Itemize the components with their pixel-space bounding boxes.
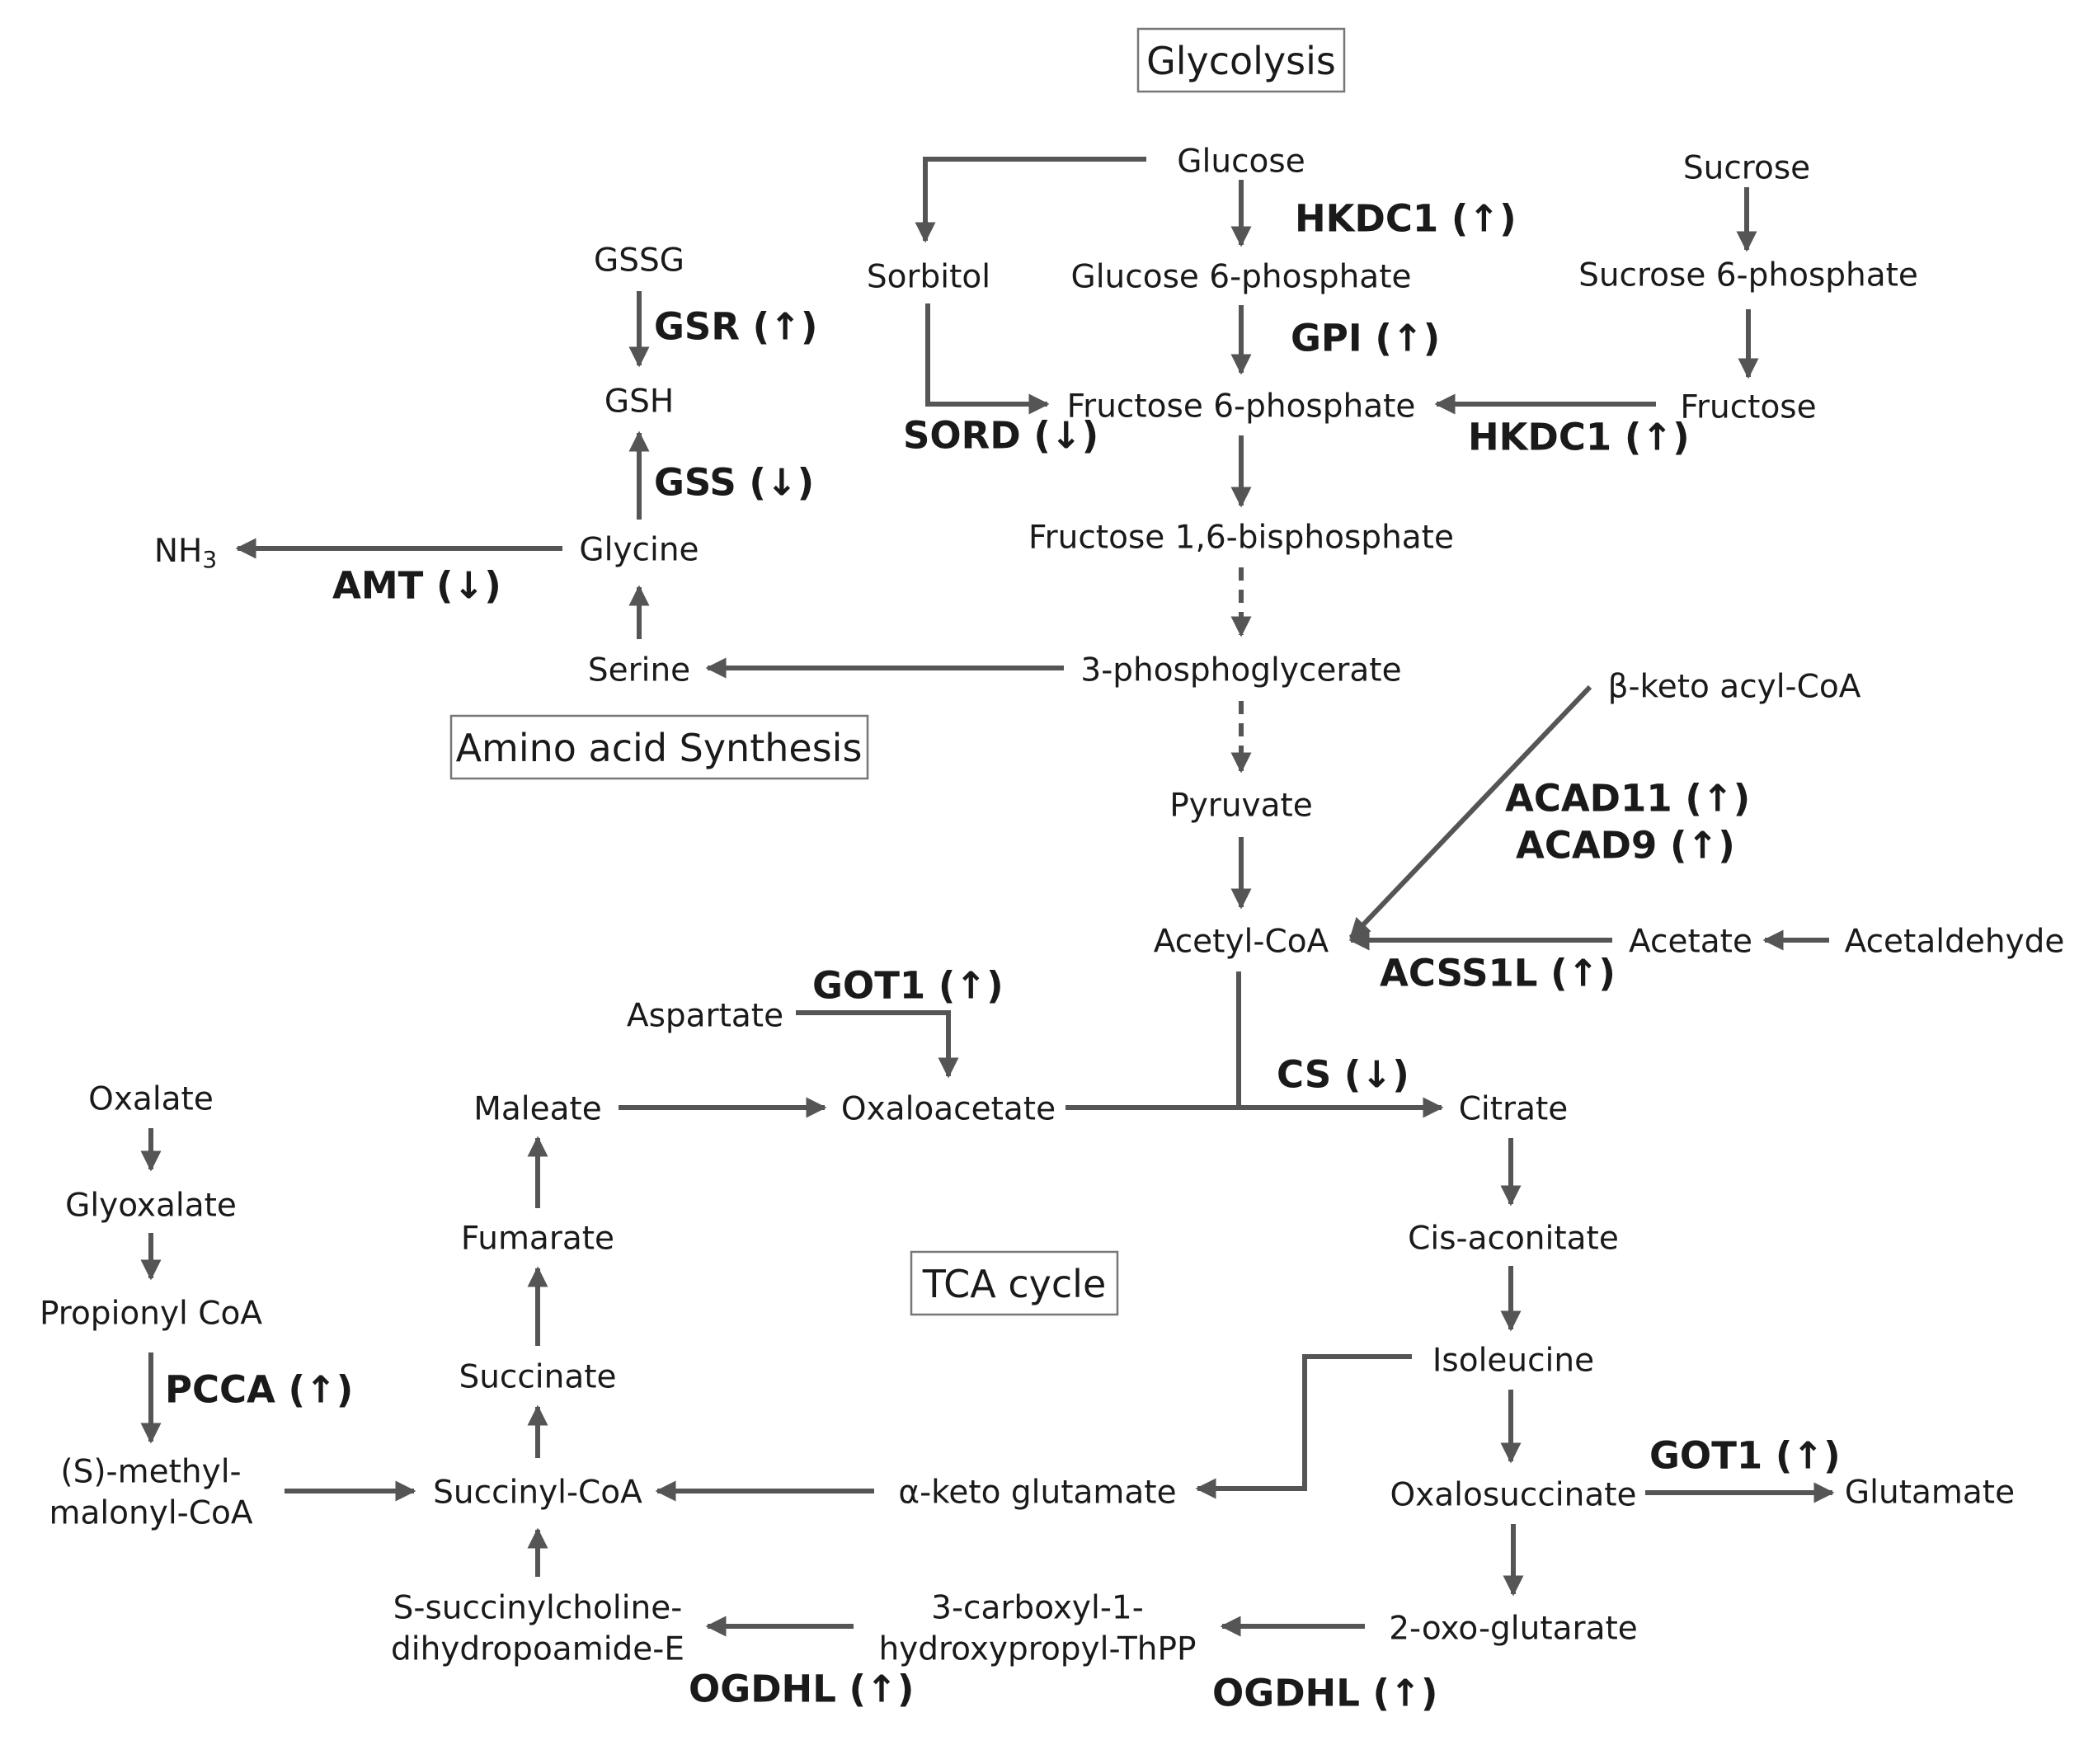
arrow-sorbitol-to-fructose-6-phosphate (925, 303, 1050, 415)
enzyme-got1-bottom: GOT1 (↑) (1649, 1434, 1841, 1478)
arrows (140, 157, 1835, 1637)
node-glucose-6-phosphate: Glucose 6-phosphate (1071, 259, 1412, 296)
node-2-oxo-glutarate: 2-oxo-glutarate (1389, 1611, 1638, 1648)
enzyme-labels: HKDC1 (↑) GSR (↑) GPI (↑) SORD (↓) HKDC1… (165, 197, 1841, 1715)
node-citrate: Citrate (1459, 1091, 1569, 1128)
node-methylmalonyl-coa-line1: (S)-methyl- (60, 1454, 241, 1491)
section-title-amino-acid-synthesis: Amino acid Synthesis (456, 726, 863, 770)
node-sucrose: Sucrose (1683, 150, 1810, 187)
node-carboxyl-thpp-line1: 3-carboxyl-1- (931, 1590, 1144, 1627)
enzyme-hkdc1-right: HKDC1 (↑) (1468, 416, 1690, 459)
node-glutamate: Glutamate (1845, 1475, 2015, 1512)
node-fructose-1-6-bisphosphate: Fructose 1,6-bisphosphate (1028, 520, 1454, 557)
section-box-amino-acid-synthesis: Amino acid Synthesis (449, 714, 869, 780)
node-sorbitol: Sorbitol (867, 259, 990, 296)
node-carboxyl-thpp-line2: hydroxypropyl-ThPP (878, 1631, 1196, 1668)
node-propionyl-coa: Propionyl CoA (40, 1296, 262, 1333)
node-glucose: Glucose (1177, 143, 1305, 181)
enzyme-acss1l: ACSS1L (↑) (1380, 952, 1616, 995)
enzyme-ogdhl-right: OGDHL (↑) (1212, 1672, 1437, 1715)
node-aspartate: Aspartate (627, 998, 783, 1035)
node-fructose-6-phosphate: Fructose 6-phosphate (1067, 388, 1416, 426)
section-box-tca-cycle: TCA cycle (910, 1250, 1119, 1316)
section-title-tca-cycle: TCA cycle (922, 1262, 1107, 1306)
node-acetate: Acetate (1629, 924, 1752, 961)
node-oxaloacetate: Oxaloacetate (841, 1091, 1056, 1128)
section-title-glycolysis: Glycolysis (1146, 39, 1336, 83)
node-fumarate: Fumarate (461, 1221, 614, 1258)
enzyme-acad9: ACAD9 (↑) (1516, 824, 1735, 868)
node-alpha-keto-glutamate: α-keto glutamate (898, 1475, 1176, 1512)
enzyme-ogdhl-left: OGDHL (↑) (689, 1668, 914, 1711)
arrow-beta-keto-acyl-coa-to-acetyl-coa (1348, 684, 1592, 940)
node-nh3-subscript: 3 (202, 546, 217, 573)
arrow-glucose-to-sorbitol (915, 157, 1146, 243)
node-pyruvate: Pyruvate (1169, 788, 1313, 825)
enzyme-gsr: GSR (↑) (654, 305, 818, 349)
node-beta-keto-acyl-coa: β-keto acyl-CoA (1608, 669, 1861, 706)
node-oxalate: Oxalate (88, 1081, 214, 1118)
enzyme-got1-top: GOT1 (↑) (812, 964, 1004, 1008)
enzyme-pcca: PCCA (↑) (165, 1368, 353, 1412)
arrow-isoleucine-to-alpha-keto-glutamate (1195, 1354, 1412, 1499)
node-succinyl-coa: Succinyl-CoA (433, 1475, 642, 1512)
enzyme-gss: GSS (↓) (654, 461, 814, 505)
node-gssg: GSSG (594, 242, 684, 280)
node-isoleucine: Isoleucine (1432, 1343, 1594, 1380)
enzyme-cs: CS (↓) (1277, 1053, 1409, 1097)
node-cis-aconitate: Cis-aconitate (1408, 1221, 1619, 1258)
node-s-succinyl-line2: dihydropoamide-E (391, 1631, 684, 1668)
enzyme-gpi: GPI (↑) (1291, 317, 1440, 360)
node-s-succinyl-line1: S-succinylcholine- (393, 1590, 683, 1627)
node-gsh: GSH (604, 383, 674, 421)
metabolite-nodes: Glucose Sucrose GSSG Sorbitol Glucose 6-… (40, 143, 2064, 1668)
node-glyoxalate: Glyoxalate (65, 1188, 237, 1225)
node-nh3: NH3 (154, 533, 217, 573)
arrow-aspartate-to-oxaloacetate (796, 1010, 959, 1079)
node-glycine: Glycine (579, 532, 699, 569)
enzyme-amt: AMT (↓) (332, 564, 501, 608)
node-acetaldehyde: Acetaldehyde (1845, 924, 2065, 961)
node-nh3-main: NH (154, 533, 203, 570)
enzyme-acad11: ACAD11 (↑) (1505, 777, 1750, 821)
node-succinate: Succinate (459, 1359, 616, 1396)
node-acetyl-coa: Acetyl-CoA (1154, 924, 1329, 961)
enzyme-hkdc1-top: HKDC1 (↑) (1295, 197, 1517, 241)
node-maleate: Maleate (473, 1091, 602, 1128)
node-methylmalonyl-coa-line2: malonyl-CoA (49, 1495, 252, 1532)
enzyme-sord: SORD (↓) (903, 414, 1098, 458)
node-3-phosphoglycerate: 3-phosphoglycerate (1080, 652, 1401, 689)
node-sucrose-6-phosphate: Sucrose 6-phosphate (1578, 257, 1918, 294)
section-box-glycolysis: Glycolysis (1136, 27, 1346, 93)
node-oxalosuccinate: Oxalosuccinate (1390, 1477, 1636, 1514)
node-fructose: Fructose (1680, 389, 1816, 426)
node-serine: Serine (588, 652, 690, 689)
